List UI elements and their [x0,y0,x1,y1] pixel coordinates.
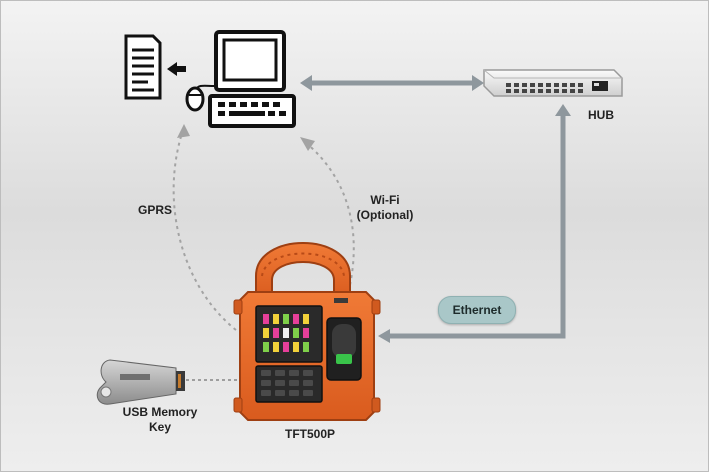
mouse-icon [185,84,215,112]
wifi-label: Wi-Fi (Optional) [356,193,414,222]
device-label: TFT500P [284,427,335,441]
fingerprint-icon [326,317,362,381]
ethernet-link [378,104,571,343]
wifi-link [300,137,355,286]
device-terminal [233,242,381,421]
document-icon [124,34,162,100]
device-handle [255,242,351,301]
ethernet-badge: Ethernet [438,296,516,324]
gprs-label: GPRS [137,203,172,217]
pc-hub-link [300,75,484,91]
usb-label: USB Memory Key [122,405,198,434]
screen-icons [263,314,309,352]
usb-key-icon [96,359,185,405]
gprs-link [172,124,237,331]
hub-label: HUB [588,108,614,122]
hub-icon [483,69,623,97]
arrow-left-icon [167,62,186,76]
computer-icon [208,30,296,128]
